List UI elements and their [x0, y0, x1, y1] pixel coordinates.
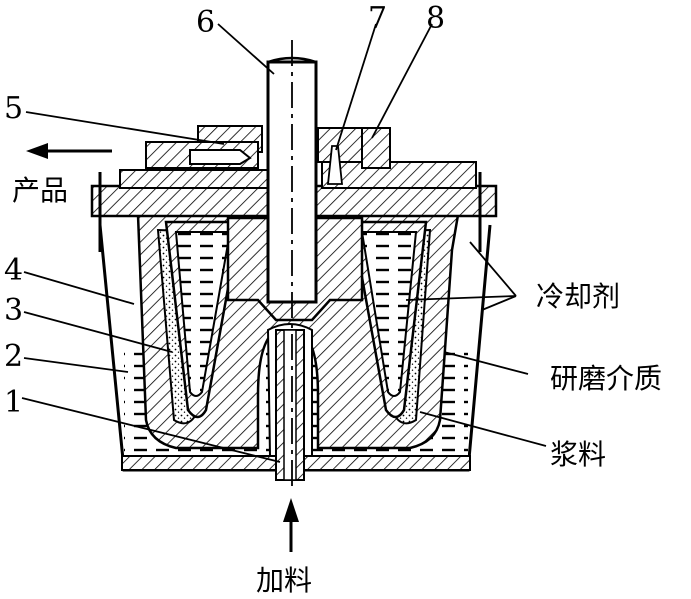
- label-coolant: 冷却剂: [536, 280, 620, 313]
- label-5: 5: [4, 91, 23, 126]
- feed-arrow: [283, 498, 299, 552]
- label-grinding-media: 研磨介质: [550, 362, 662, 395]
- label-4: 4: [4, 253, 23, 288]
- label-2: 2: [4, 339, 23, 374]
- rotor-left: [164, 220, 242, 419]
- drive-shaft: [266, 40, 318, 486]
- label-8: 8: [426, 1, 445, 36]
- label-slurry: 浆料: [550, 438, 606, 471]
- seal-assembly: [317, 127, 391, 185]
- label-feed: 加料: [256, 564, 312, 597]
- product-outlet: [145, 125, 263, 169]
- label-1: 1: [4, 385, 23, 420]
- label-3: 3: [4, 293, 23, 328]
- leader-lines: [21, 23, 547, 463]
- label-7: 7: [368, 1, 387, 36]
- label-product: 产品: [12, 174, 68, 207]
- product-arrow: [26, 143, 112, 159]
- label-6: 6: [196, 5, 215, 40]
- rotor-right: [350, 220, 428, 419]
